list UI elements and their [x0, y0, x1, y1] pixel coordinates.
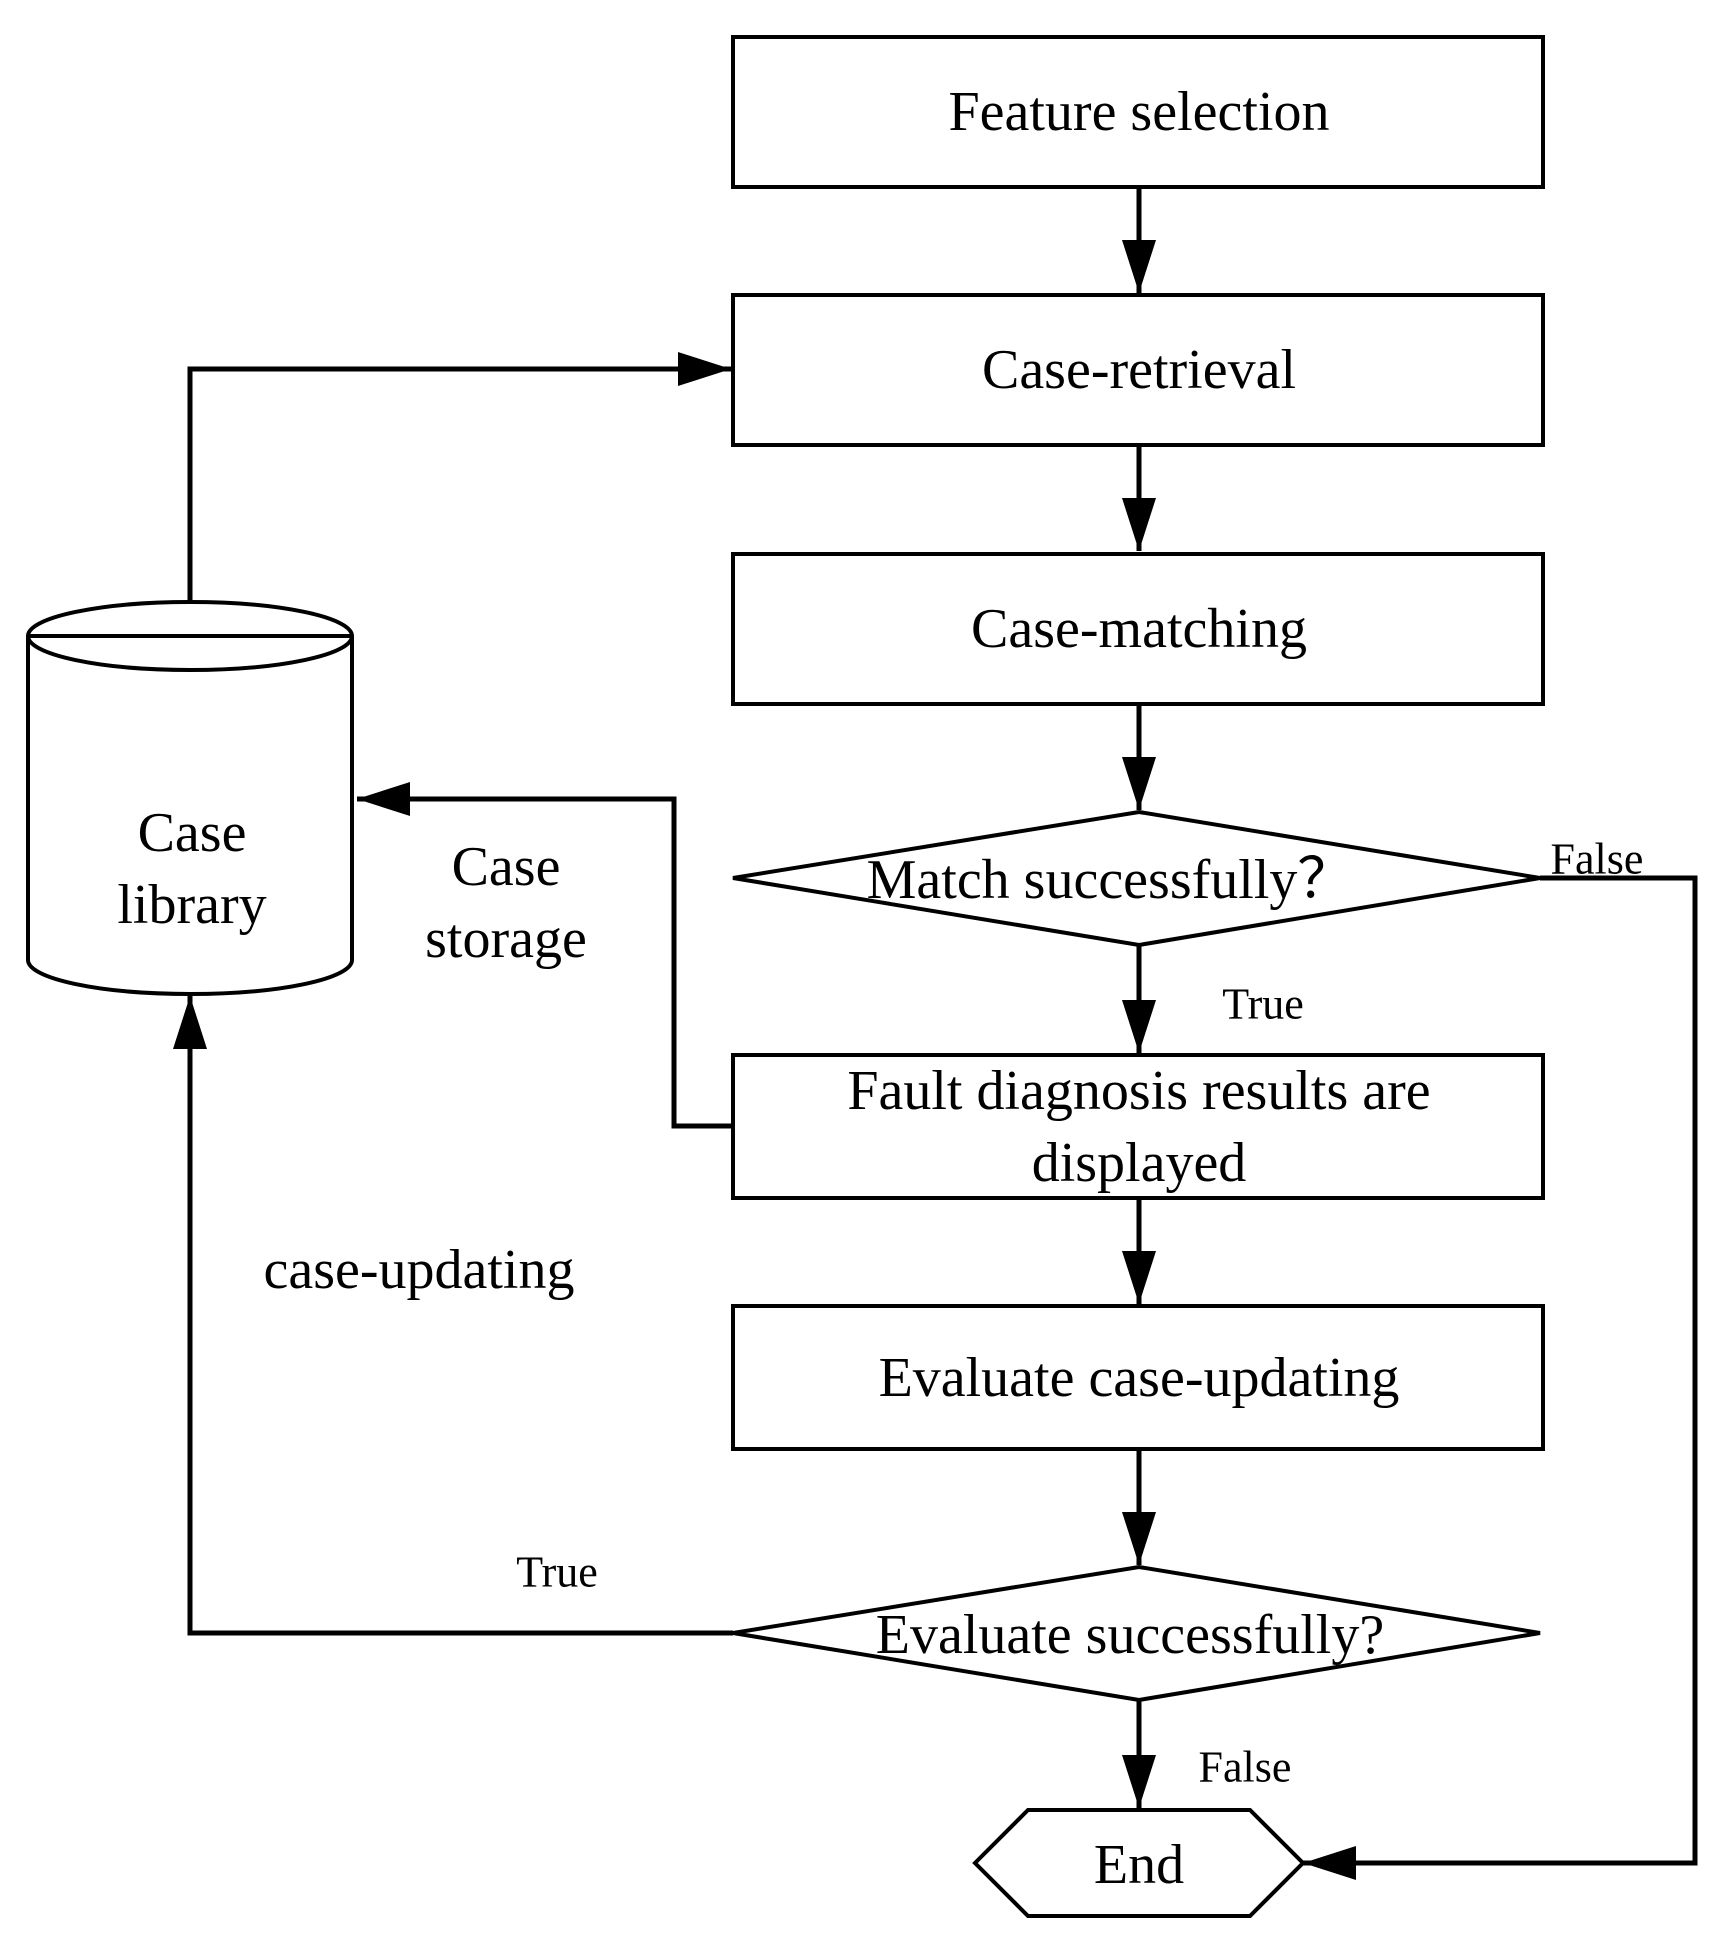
fault-results-label-line1: Fault diagnosis results are — [847, 1060, 1430, 1122]
arrowhead-into-library-update — [173, 996, 207, 1049]
evaluate-true-label: True — [516, 1548, 598, 1597]
arrowhead-evaluate-decision — [1122, 1512, 1156, 1565]
feature-selection-label: Feature selection — [949, 81, 1330, 143]
fault-results-label-line2: displayed — [1032, 1132, 1247, 1194]
case-storage-label-line2: storage — [425, 908, 587, 970]
edge-labels: Case storage case-updating True False Tr… — [264, 835, 1644, 1792]
arrow-results-to-library — [357, 796, 733, 1129]
arrowhead-matching — [1122, 498, 1156, 551]
arrow-evaluate-true-to-library — [187, 996, 733, 1636]
case-library-label-line1: Case — [138, 802, 247, 864]
arrowhead-end — [1122, 1755, 1156, 1808]
case-matching-box: Case-matching — [731, 552, 1545, 706]
case-retrieval-label: Case-retrieval — [982, 339, 1296, 401]
evaluate-decision-label: Evaluate successfully? — [876, 1604, 1384, 1666]
case-retrieval-box: Case-retrieval — [731, 293, 1545, 447]
evaluate-updating-label: Evaluate case-updating — [879, 1347, 1400, 1409]
connectors — [187, 187, 1698, 1866]
evaluate-false-label: False — [1199, 1743, 1292, 1792]
match-decision-label: Match successfully？ — [867, 849, 1354, 911]
arrowhead-into-end-false — [1303, 1846, 1356, 1880]
evaluate-decision-diamond: Evaluate successfully? — [732, 1564, 1541, 1703]
arrowhead-retrieval — [1122, 240, 1156, 293]
end-label: End — [1094, 1834, 1184, 1896]
match-decision-diamond: Match successfully？ — [732, 809, 1541, 948]
case-library-label-line2: library — [117, 874, 266, 936]
match-false-label: False — [1551, 835, 1644, 884]
arrow-library-to-retrieval — [187, 366, 731, 600]
arrowhead-match-decision — [1122, 757, 1156, 810]
arrowhead-evaluate — [1122, 1251, 1156, 1304]
case-updating-label: case-updating — [264, 1239, 575, 1301]
evaluate-updating-box: Evaluate case-updating — [731, 1304, 1545, 1451]
arrowhead-results — [1122, 1000, 1156, 1053]
arrowheads — [173, 240, 1356, 1880]
case-storage-label-line1: Case — [452, 836, 561, 898]
case-library-database: Case library — [26, 600, 354, 996]
feature-selection-box: Feature selection — [731, 35, 1545, 189]
fault-results-box: Fault diagnosis results are displayed — [731, 1053, 1545, 1200]
end-terminator: End — [972, 1808, 1306, 1918]
arrowhead-into-retrieval — [678, 352, 731, 386]
case-matching-label: Case-matching — [971, 598, 1307, 660]
arrowhead-into-library-storage — [357, 782, 410, 816]
arrow-match-false-to-end — [1303, 875, 1698, 1866]
match-true-label: True — [1222, 980, 1304, 1029]
